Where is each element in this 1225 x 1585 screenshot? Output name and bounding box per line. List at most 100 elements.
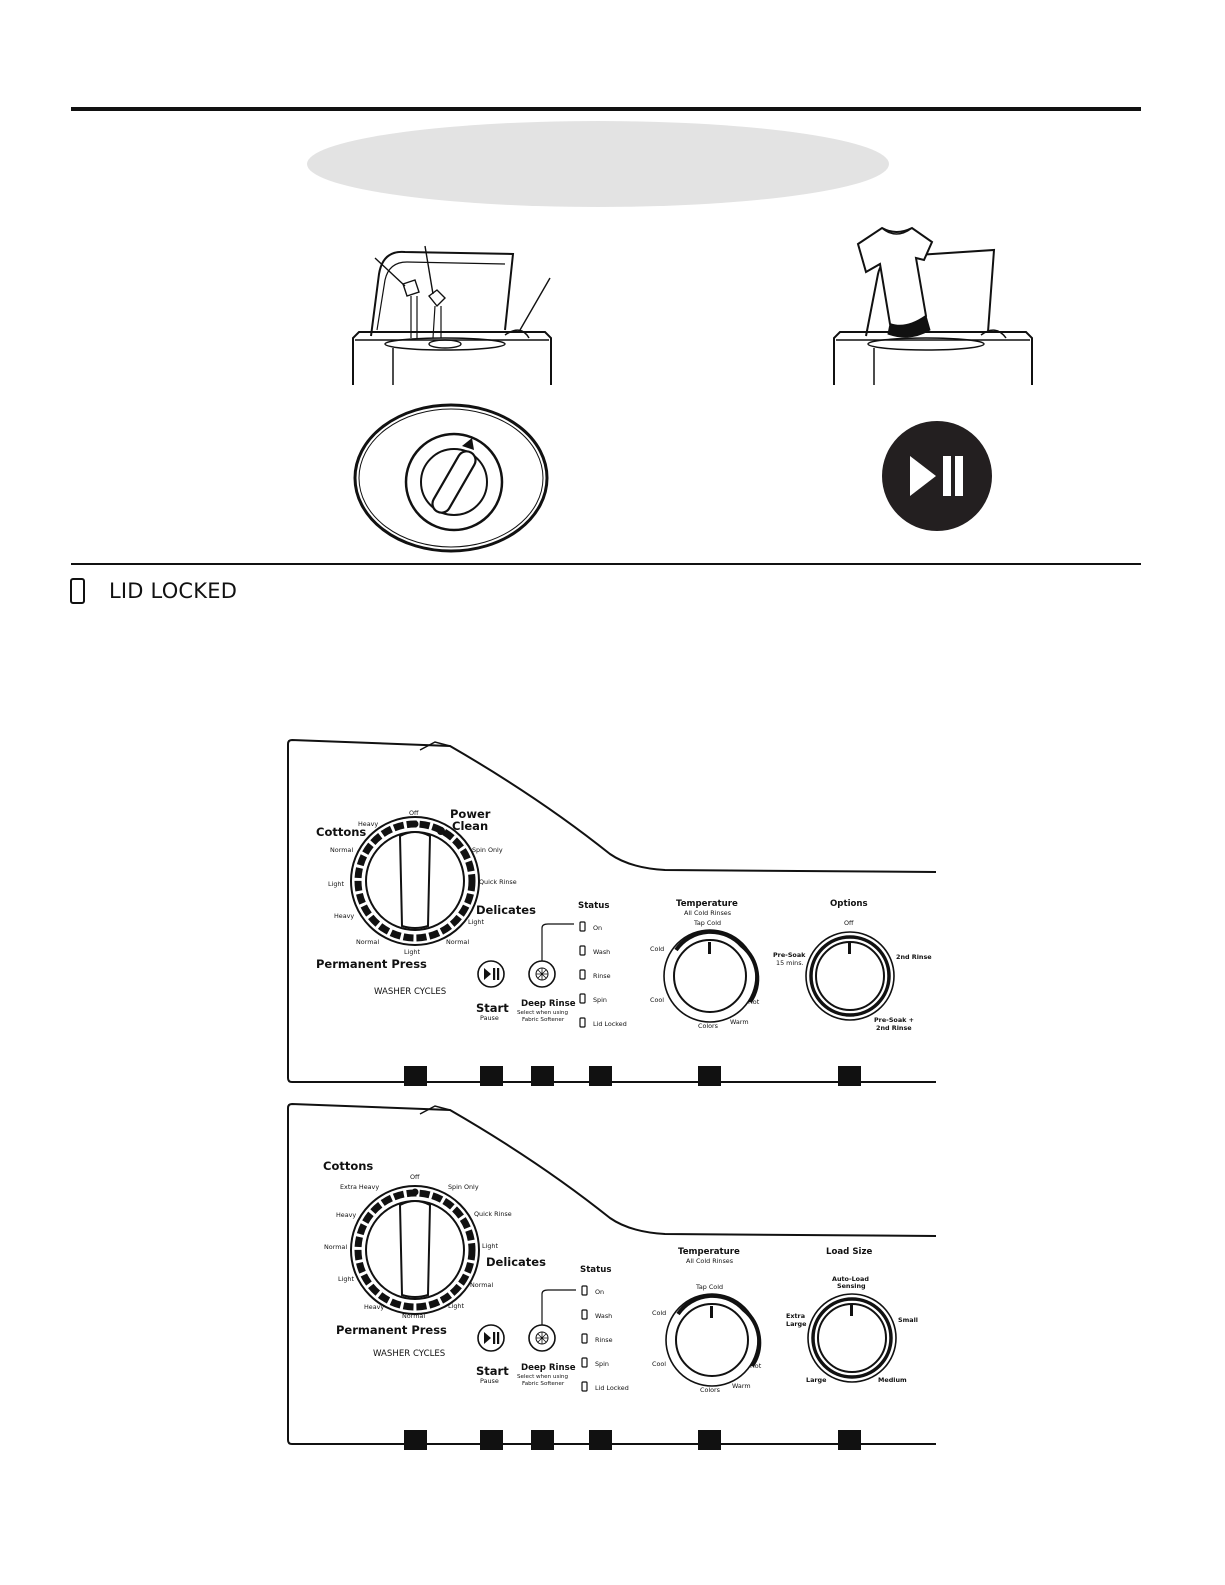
load-size-dial[interactable] bbox=[807, 1293, 897, 1383]
temperature-sub: All Cold Rinses bbox=[686, 1257, 734, 1265]
options-2nd-rinse: 2nd Rinse bbox=[896, 953, 932, 961]
temp-cold: Cold bbox=[650, 945, 664, 953]
load-size-title: Load Size bbox=[826, 1247, 872, 1257]
power-clean-label-2: Clean bbox=[452, 819, 488, 833]
cycle-spin-only-label: Spin Only bbox=[448, 1183, 479, 1191]
section-heading-pill bbox=[307, 121, 889, 207]
temp-cold: Cold bbox=[652, 1309, 666, 1317]
cottons-label: Cottons bbox=[316, 825, 366, 839]
permanent-press-label: Permanent Press bbox=[336, 1323, 447, 1337]
cycle-off-label: Off bbox=[409, 809, 419, 817]
temp-colors: Colors bbox=[700, 1386, 721, 1394]
temperature-dial[interactable] bbox=[665, 1293, 762, 1387]
temp-hot: Hot bbox=[748, 998, 760, 1006]
cottons-label: Cottons bbox=[323, 1159, 373, 1173]
temperature-sub: All Cold Rinses bbox=[684, 909, 732, 917]
section-divider bbox=[71, 563, 1141, 565]
temp-cool: Cool bbox=[652, 1360, 666, 1368]
options-dial[interactable] bbox=[805, 931, 895, 1021]
cycle-light-left-label: Light bbox=[328, 880, 344, 888]
temp-colors: Colors bbox=[698, 1022, 719, 1030]
temperature-dial[interactable] bbox=[663, 929, 760, 1023]
cycle-spin-only-label: Spin Only bbox=[472, 846, 503, 854]
start-pause-button[interactable] bbox=[477, 1324, 505, 1352]
temp-tap-cold: Tap Cold bbox=[693, 919, 721, 927]
cycle-light-bottom-label: Light bbox=[448, 1302, 464, 1310]
callout-markers bbox=[404, 1430, 861, 1450]
load-small: Small bbox=[898, 1316, 918, 1324]
cycle-quick-rinse-label: Quick Rinse bbox=[479, 878, 517, 886]
washer-clothes-illustration bbox=[833, 226, 1033, 385]
permanent-press-label: Permanent Press bbox=[316, 957, 427, 971]
cycle-selector-dial[interactable] bbox=[350, 1185, 480, 1315]
deep-rinse-note-2: Fabric Softener bbox=[522, 1017, 565, 1023]
temp-warm: Warm bbox=[732, 1382, 751, 1390]
deep-rinse-note-1: Select when using bbox=[517, 1010, 568, 1016]
pause-label: Pause bbox=[480, 1014, 499, 1022]
deep-rinse-label: Deep Rinse bbox=[521, 1363, 576, 1373]
lid-locked-heading: LID LOCKED bbox=[70, 578, 237, 604]
start-pause-button[interactable] bbox=[477, 960, 505, 988]
cycle-normal-bottom-label: Normal bbox=[356, 938, 379, 946]
lid-locked-indicator-icon bbox=[70, 578, 85, 604]
options-off: Off bbox=[844, 919, 854, 927]
washer-cycles-label: WASHER CYCLES bbox=[374, 987, 446, 997]
selector-knob-icon bbox=[353, 403, 549, 553]
deep-rinse-note-2: Fabric Softener bbox=[522, 1381, 565, 1387]
load-extra-1: Extra bbox=[786, 1312, 805, 1320]
cycle-heavy-top-label: Heavy bbox=[358, 820, 378, 828]
load-medium: Medium bbox=[878, 1376, 907, 1384]
cycle-heavy-low-label: Heavy bbox=[334, 912, 354, 920]
top-rule bbox=[71, 107, 1141, 111]
temp-tap-cold: Tap Cold bbox=[695, 1283, 723, 1291]
deep-rinse-button[interactable] bbox=[528, 960, 556, 988]
cycle-light-bottom-label: Light bbox=[404, 948, 420, 956]
start-label: Start bbox=[476, 1364, 509, 1378]
options-pre-soak-time: 15 mins. bbox=[776, 959, 804, 967]
status-lid-locked: Lid Locked bbox=[593, 1020, 627, 1028]
washer-cycles-label: WASHER CYCLES bbox=[373, 1349, 445, 1359]
status-rinse: Rinse bbox=[593, 972, 611, 980]
delicates-label: Delicates bbox=[476, 903, 536, 917]
temp-warm: Warm bbox=[730, 1018, 749, 1026]
play-pause-icon bbox=[882, 421, 992, 531]
control-panel-b: Cottons Delicates Permanent Press WASHER… bbox=[287, 1102, 937, 1450]
status-wash: Wash bbox=[595, 1312, 612, 1320]
temperature-title: Temperature bbox=[676, 899, 738, 909]
cycle-heavy-left-label: Heavy bbox=[336, 1211, 356, 1219]
options-combo-2: 2nd Rinse bbox=[876, 1024, 912, 1032]
load-extra-2: Large bbox=[786, 1320, 807, 1328]
status-indicator-list: On Wash Rinse Spin Lid Locked bbox=[579, 921, 627, 1028]
delicates-label: Delicates bbox=[486, 1255, 546, 1269]
status-spin: Spin bbox=[593, 996, 607, 1004]
control-panel-a: Cottons Power Clean Delicates Permanent … bbox=[287, 738, 937, 1086]
cycle-light-right-label: Light bbox=[482, 1242, 498, 1250]
cycle-normal-bottom-label: Normal bbox=[402, 1312, 425, 1320]
status-spin: Spin bbox=[595, 1360, 609, 1368]
cycle-extra-heavy-label: Extra Heavy bbox=[340, 1183, 379, 1191]
callout-markers bbox=[404, 1066, 861, 1086]
pause-label: Pause bbox=[480, 1377, 499, 1385]
status-rinse: Rinse bbox=[595, 1336, 613, 1344]
temperature-title: Temperature bbox=[678, 1247, 740, 1257]
status-title: Status bbox=[578, 901, 609, 911]
options-pre-soak: Pre-Soak bbox=[773, 951, 806, 959]
washer-dispenser-illustration bbox=[352, 245, 552, 385]
cycle-heavy-low-label: Heavy bbox=[364, 1303, 384, 1311]
start-label: Start bbox=[476, 1001, 509, 1015]
deep-rinse-label: Deep Rinse bbox=[521, 999, 576, 1009]
cycle-light-left-label: Light bbox=[338, 1275, 354, 1283]
power-clean-label-1: Power bbox=[450, 807, 491, 821]
options-combo-1: Pre-Soak + bbox=[874, 1016, 914, 1024]
status-wash: Wash bbox=[593, 948, 610, 956]
temp-cool: Cool bbox=[650, 996, 664, 1004]
cycle-normal-right-label: Normal bbox=[470, 1281, 493, 1289]
load-large: Large bbox=[806, 1376, 827, 1384]
load-auto-1: Auto-Load bbox=[832, 1275, 869, 1283]
load-auto-2: Sensing bbox=[837, 1282, 866, 1290]
deep-rinse-note-1: Select when using bbox=[517, 1374, 568, 1380]
cycle-off-label: Off bbox=[410, 1173, 420, 1181]
cycle-selector-dial[interactable] bbox=[350, 816, 480, 946]
deep-rinse-button[interactable] bbox=[528, 1324, 556, 1352]
status-on: On bbox=[595, 1288, 604, 1296]
